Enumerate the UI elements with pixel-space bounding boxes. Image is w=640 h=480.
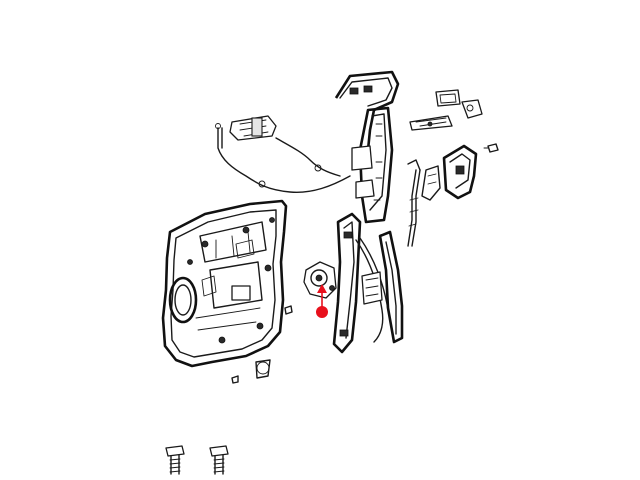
window-regulator-motor [303,261,337,299]
panel-clip-fasteners [231,305,293,384]
key-cylinder [483,143,499,153]
outside-handle [409,115,453,131]
door-latch-assembly [421,144,478,201]
latch-actuator-rod [407,159,421,247]
glass-run-channel [334,70,400,224]
mounting-screw-1 [165,445,185,475]
handle-release-cables [215,123,351,194]
door-module-carrier-panel [161,199,288,368]
mounting-screw-2 [209,445,229,475]
inside-door-handle [229,115,277,141]
rear-glass-run-rail [378,230,404,344]
outside-handle-bezel [435,89,483,119]
callout-marker [316,284,328,318]
